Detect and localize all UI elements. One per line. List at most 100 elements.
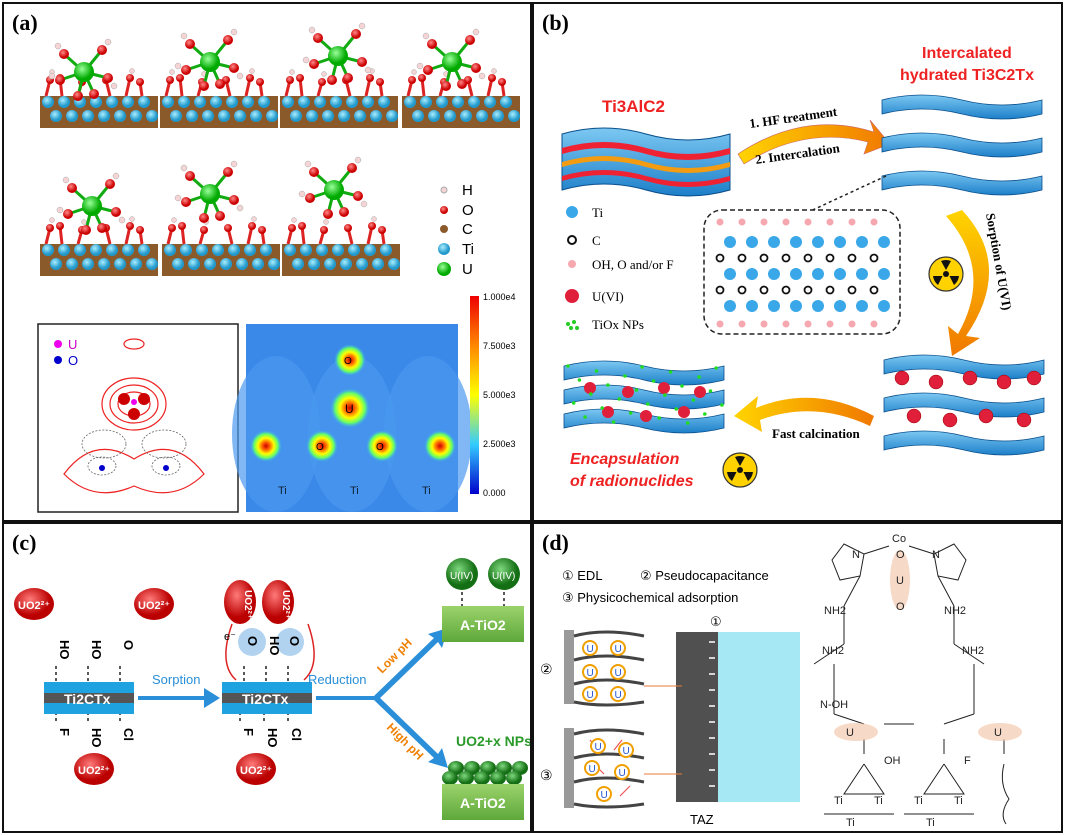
chem-ti-6: Ti (926, 817, 935, 829)
group-m-top-1: O (245, 636, 260, 646)
lattice-atom (848, 218, 856, 226)
u-ion (582, 664, 598, 680)
chem-nh2-4: NH2 (962, 645, 984, 657)
u-ion (582, 686, 598, 702)
density-label-ti1: Ti (278, 485, 287, 497)
u-ion (584, 760, 600, 776)
u-ion (618, 742, 634, 758)
hydrated-stack (881, 94, 1043, 196)
arrow-reduction (316, 628, 448, 768)
density-label-ti2: Ti (350, 485, 359, 497)
u-ion-label: U (595, 742, 602, 753)
contour-legend-u: U (68, 337, 77, 352)
lattice-atom (878, 300, 890, 312)
tiox-np (606, 383, 610, 387)
lattice-atom (869, 253, 879, 263)
product-label-2: A-TiO2 (460, 795, 506, 811)
calcination-label: Fast calcination (772, 426, 861, 441)
arrow-sorption (946, 210, 990, 356)
chem-ti-4: Ti (954, 795, 963, 807)
legend-h: H (462, 182, 473, 199)
lattice-atom (790, 236, 802, 248)
u-ion-label: U (623, 746, 630, 757)
u-ion (610, 664, 626, 680)
ti3alc2-title: Ti3AlC2 (602, 97, 665, 116)
lattice-atom (782, 320, 790, 328)
panel-c-label: (c) (12, 530, 37, 555)
colorbar-tick-1: 1.000e4 (483, 292, 516, 302)
u-ion-label: U (615, 668, 622, 679)
lattice-atom (760, 218, 768, 226)
tiox-np (611, 420, 616, 424)
lattice-atom (825, 253, 835, 263)
panel-a-label: (a) (12, 10, 38, 35)
panel-c-figure: UO2²⁺ UO2²⁺ UO2²⁺ HO HO O F HO Cl Ti2CTx… (14, 558, 530, 820)
lattice-atom (803, 285, 813, 295)
lattice-atom (781, 253, 791, 263)
lattice-atom (856, 236, 868, 248)
u-ion (610, 640, 626, 656)
tiox-np (623, 374, 627, 378)
tiox-np (634, 388, 639, 392)
lattice-atom (759, 285, 769, 295)
u-ion (610, 686, 626, 702)
encapsulation-line1: Encapsulation (570, 451, 680, 468)
chem-u-3: U (994, 727, 1002, 739)
tiox-np (571, 401, 576, 405)
colorbar-tick-2: 7.500e3 (483, 341, 516, 351)
lattice-atom (715, 253, 725, 263)
lattice-atom (804, 320, 812, 328)
group-l-top-2: HO (89, 640, 104, 660)
tiox-np (651, 379, 656, 383)
mechanism-3: ③ Physicochemical adsorption (562, 590, 738, 605)
lattice-atom (716, 218, 724, 226)
chem-ti-3: Ti (914, 795, 923, 807)
mechanism-2: ② Pseudocapacitance (640, 568, 769, 583)
lattice-atom (724, 300, 736, 312)
lattice-atom (746, 236, 758, 248)
label-3: ③ (540, 767, 553, 783)
group-m-top-2: HO (267, 636, 282, 656)
tiox-np (646, 402, 650, 406)
substrate-middle-label: Ti2CTx (242, 691, 289, 707)
tiox-np (566, 364, 570, 368)
legend-oh: OH, O and/or F (592, 257, 674, 272)
uranyl-group-left: UO2²⁺ UO2²⁺ UO2²⁺ (14, 588, 174, 785)
lattice-atom (878, 236, 890, 248)
zoom-line (803, 175, 887, 215)
structure-1 (38, 37, 160, 130)
contour-plot: U O (37, 323, 239, 513)
uranyl-3: UO2²⁺ (78, 765, 110, 777)
groups-middle: O HO O F HO Cl (239, 636, 304, 748)
legend-o: O (462, 202, 474, 219)
u-ion (596, 786, 612, 802)
structure-2 (158, 27, 280, 130)
panel-d-label: (d) (542, 530, 569, 555)
u-ion-label: U (587, 668, 594, 679)
legend-c: C (462, 221, 473, 238)
tiox-np (577, 378, 582, 382)
u-ion-label: U (615, 690, 622, 701)
lattice-atom (870, 320, 878, 328)
lattice-atom (878, 268, 890, 280)
panel-b: (b) Ti3AlC2 1. HF treatment 2. In (532, 2, 1063, 522)
structure-5 (38, 171, 160, 278)
substrate-left (44, 682, 134, 714)
panel-d-figure: ① EDL ② Pseudocapacitance ③ Physicochemi… (540, 533, 1022, 829)
group-l-top-1: HO (57, 640, 72, 660)
chem-ti-1: Ti (834, 795, 843, 807)
product-label-1: A-TiO2 (460, 617, 506, 633)
tiox-np (714, 366, 718, 370)
lattice-atom (848, 320, 856, 328)
u-ion-label: U (619, 768, 626, 779)
ti3alc2-stack (561, 127, 731, 197)
chemical-structure: Co O U O N N NH2 NH2 NH2 NH2 N-OH U U OH… (813, 533, 1022, 829)
chem-n-1: N (852, 549, 860, 561)
density-map: O U O O Ti Ti Ti (232, 324, 472, 512)
group-l-bot-3: Cl (121, 728, 136, 741)
lattice-atom (768, 268, 780, 280)
tiox-np (703, 412, 707, 416)
tiox-np (617, 397, 622, 401)
structure-4 (400, 27, 522, 130)
lattice-atom (759, 253, 769, 263)
